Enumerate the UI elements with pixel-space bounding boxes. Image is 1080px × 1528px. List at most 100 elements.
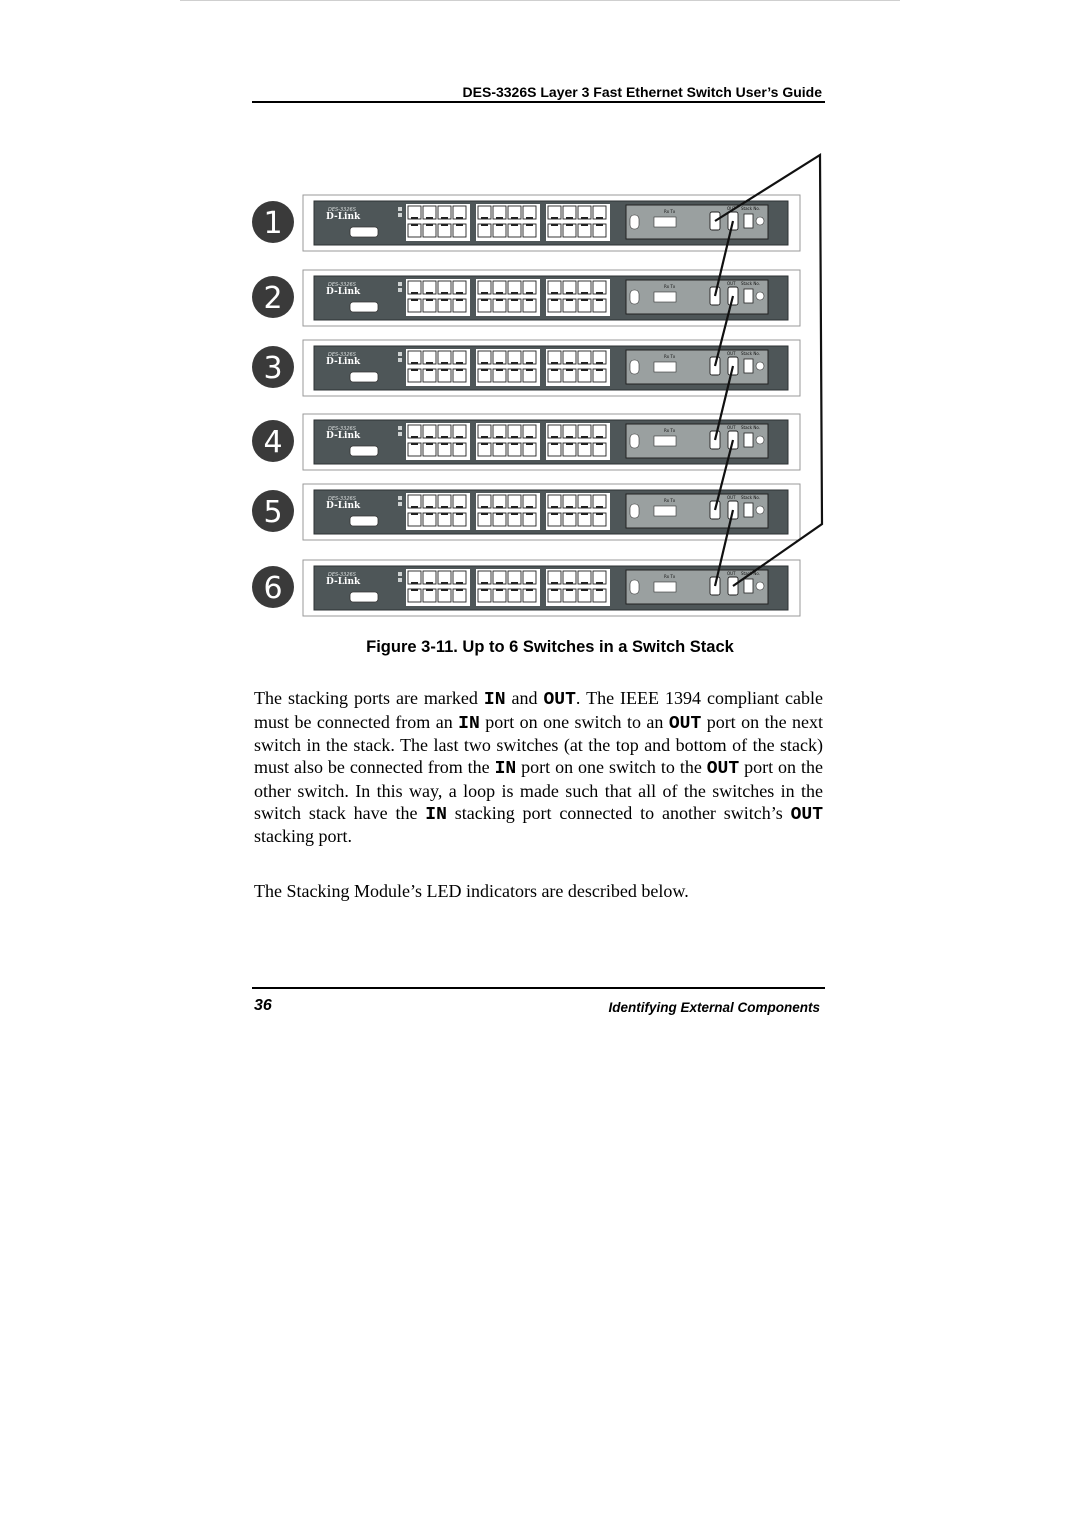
dlink-logo: D-Link <box>326 287 361 297</box>
console-port <box>349 371 379 383</box>
port-latch <box>456 443 463 445</box>
figure-caption: Figure 3-11. Up to 6 Switches in a Switc… <box>366 638 734 656</box>
port-latch <box>411 513 418 515</box>
model-label: DES-3326S <box>328 426 357 432</box>
port-latch <box>496 589 503 591</box>
out-label: OUT <box>727 281 736 286</box>
unit-number-badge <box>252 201 294 243</box>
footer-section-title: Identifying External Components <box>608 1000 820 1015</box>
port-latch <box>566 582 573 584</box>
port-latch <box>566 436 573 438</box>
rxtx-label: Rx Tx <box>664 354 676 359</box>
port-latch <box>411 217 418 219</box>
status-led <box>398 502 402 506</box>
port-latch <box>481 506 488 508</box>
module-screw <box>629 503 640 519</box>
port-latch <box>596 436 603 438</box>
port-latch <box>566 362 573 364</box>
port-latch <box>511 224 518 226</box>
unit-number: 2 <box>263 281 282 316</box>
stack-number-display <box>743 432 754 448</box>
loop-back-cable <box>714 153 824 587</box>
module-screw <box>755 361 765 371</box>
port-latch <box>526 369 533 371</box>
running-header: DES-3326S Layer 3 Fast Ethernet Switch U… <box>462 84 822 100</box>
module-display <box>653 581 677 593</box>
port-latch <box>511 217 518 219</box>
port-latch <box>481 217 488 219</box>
port-latch <box>511 292 518 294</box>
header-rule <box>252 101 825 103</box>
port-latch <box>566 443 573 445</box>
stack-cable <box>713 509 735 587</box>
port-latch <box>551 589 558 591</box>
port-latch <box>496 224 503 226</box>
port-latch <box>411 362 418 364</box>
port-latch <box>456 217 463 219</box>
port-latch <box>496 299 503 301</box>
stack-cable <box>713 365 735 441</box>
port-latch <box>581 299 588 301</box>
model-label: DES-3326S <box>328 282 357 288</box>
port-latch <box>456 224 463 226</box>
port-latch <box>511 582 518 584</box>
port-latch <box>426 436 433 438</box>
module-screw <box>755 505 765 515</box>
port-latch <box>411 299 418 301</box>
port-latch <box>481 299 488 301</box>
module-display <box>653 291 677 303</box>
port-latch <box>596 443 603 445</box>
unit-number: 4 <box>263 425 282 460</box>
stack-number-display <box>743 578 754 594</box>
module-screw <box>755 435 765 445</box>
top-rule <box>180 0 900 1</box>
port-latch <box>481 436 488 438</box>
port-latch <box>441 292 448 294</box>
port-latch <box>511 443 518 445</box>
stack-cable <box>713 295 735 367</box>
port-latch <box>481 582 488 584</box>
console-port <box>349 515 379 527</box>
module-display <box>653 505 677 517</box>
rxtx-label: Rx Tx <box>664 428 676 433</box>
port-latch <box>596 217 603 219</box>
port-latch <box>596 369 603 371</box>
port-latch <box>481 443 488 445</box>
port-latch <box>481 362 488 364</box>
console-port <box>349 591 379 603</box>
module-screw <box>629 359 640 375</box>
unit-number: 6 <box>263 571 282 606</box>
module-display <box>653 216 677 228</box>
module-screw <box>755 291 765 301</box>
stack-cable <box>713 439 735 511</box>
port-latch <box>496 217 503 219</box>
port-latch <box>581 589 588 591</box>
unit-number: 5 <box>263 495 282 530</box>
port-latch <box>596 513 603 515</box>
module-display <box>653 435 677 447</box>
port-latch <box>511 513 518 515</box>
port-latch <box>411 582 418 584</box>
module-display <box>653 361 677 373</box>
port-latch <box>511 506 518 508</box>
port-latch <box>441 589 448 591</box>
port-latch <box>526 292 533 294</box>
port-latch <box>456 436 463 438</box>
module-screw <box>629 289 640 305</box>
port-latch <box>481 513 488 515</box>
port-latch <box>566 513 573 515</box>
port-latch <box>411 506 418 508</box>
port-latch <box>481 292 488 294</box>
out-port-term: OUT <box>668 713 702 734</box>
port-latch <box>596 299 603 301</box>
port-latch <box>441 436 448 438</box>
body-paragraph-2: The Stacking Module’s LED indicators are… <box>254 881 689 901</box>
port-latch <box>496 443 503 445</box>
out-port-term: OUT <box>543 690 576 710</box>
port-latch <box>496 582 503 584</box>
port-latch <box>596 582 603 584</box>
out-label: OUT <box>727 495 736 500</box>
status-led <box>398 213 402 217</box>
